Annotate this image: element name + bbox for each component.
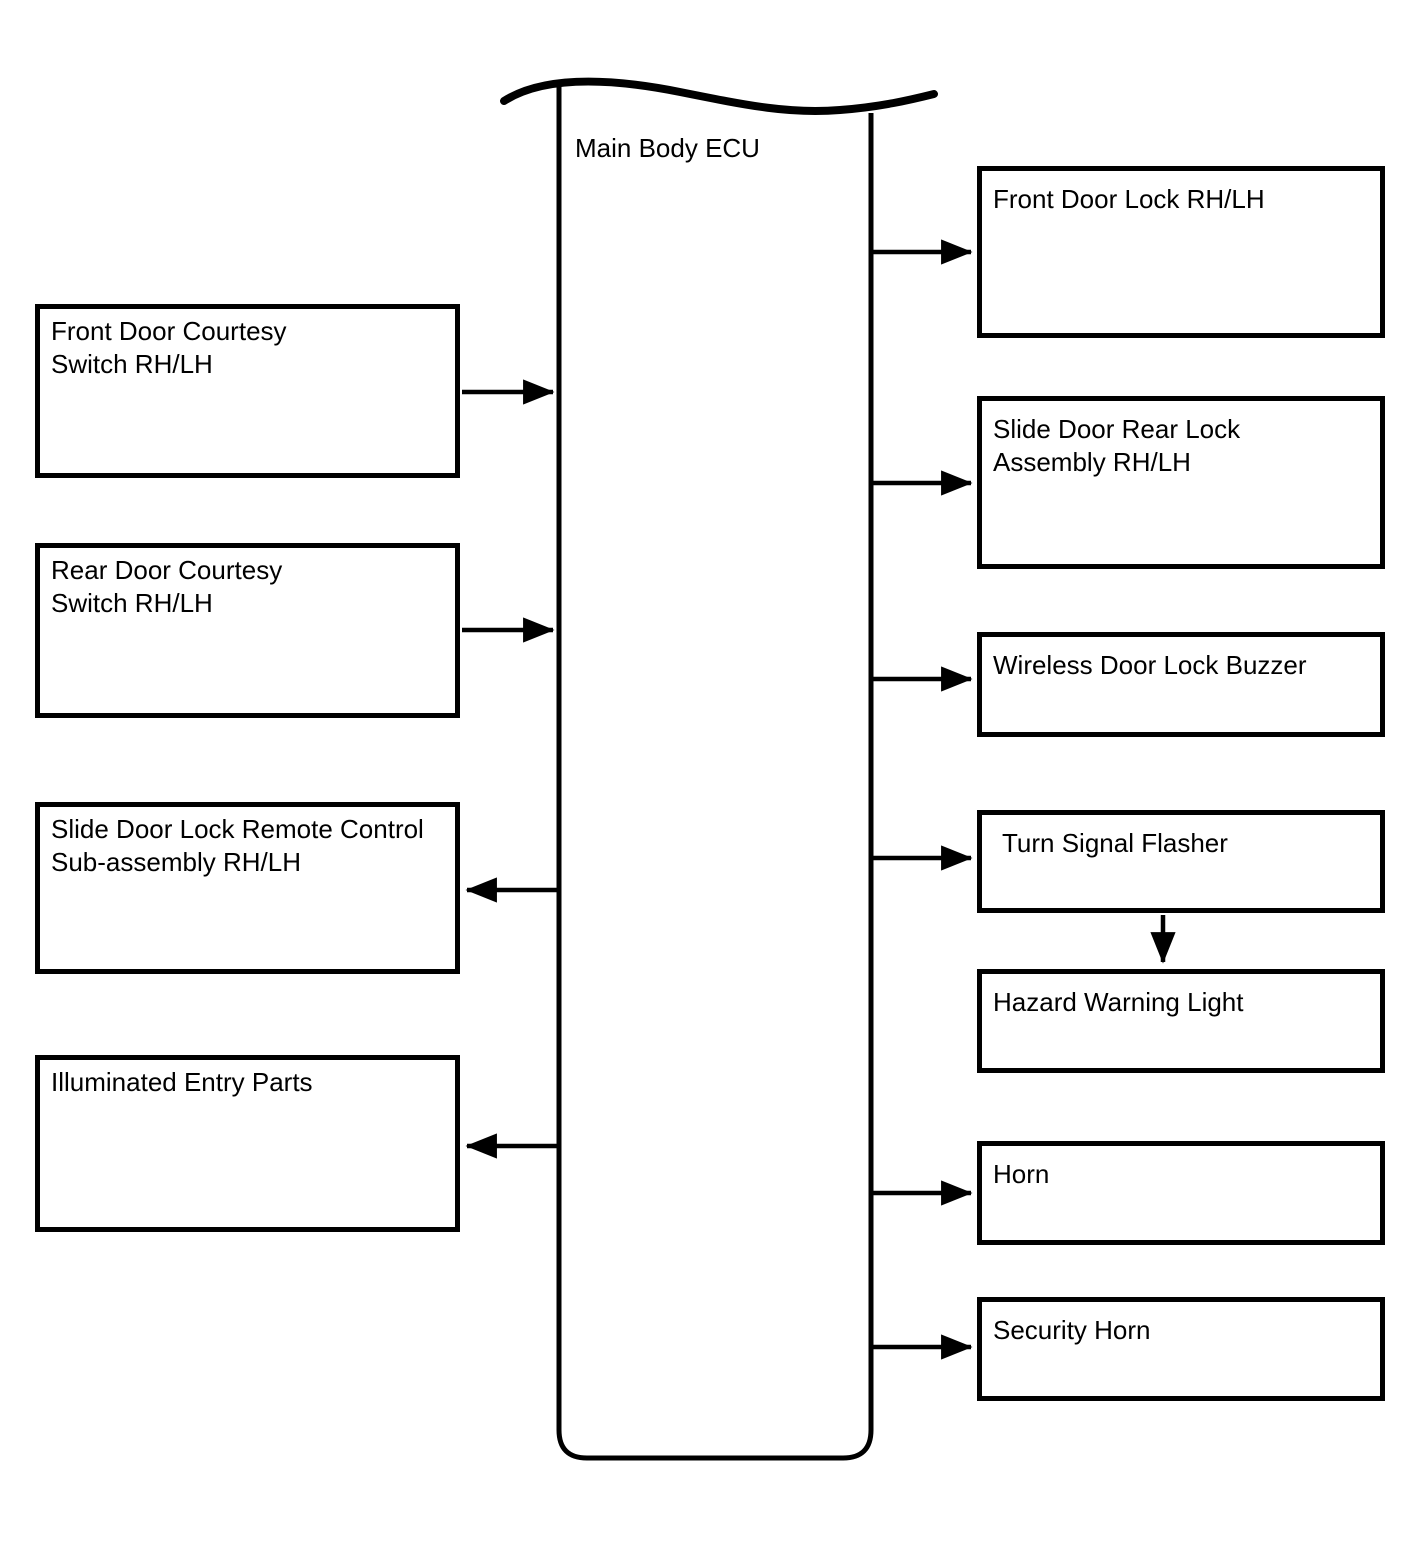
box-illuminated-entry-parts-label: Illuminated Entry Parts: [51, 1067, 313, 1097]
box-front-door-lock-label: Front Door Lock RH/LH: [993, 184, 1265, 214]
box-security-horn-label: Security Horn: [993, 1315, 1151, 1345]
box-front-door-courtesy-switch: Front Door Courtesy Switch RH/LH: [35, 304, 460, 478]
box-hazard-warning-light-label: Hazard Warning Light: [993, 987, 1244, 1017]
box-slide-door-rear-lock-assembly-label: Slide Door Rear Lock Assembly RH/LH: [993, 414, 1241, 477]
box-wireless-door-lock-buzzer: Wireless Door Lock Buzzer: [977, 632, 1385, 737]
box-slide-door-rear-lock-assembly: Slide Door Rear Lock Assembly RH/LH: [977, 396, 1385, 569]
box-front-door-courtesy-switch-label: Front Door Courtesy Switch RH/LH: [51, 316, 287, 379]
box-slide-door-lock-remote-control-label: Slide Door Lock Remote Control Sub-assem…: [51, 814, 424, 877]
box-rear-door-courtesy-switch-label: Rear Door Courtesy Switch RH/LH: [51, 555, 283, 618]
box-turn-signal-flasher: Turn Signal Flasher: [977, 810, 1385, 913]
box-horn-label: Horn: [993, 1159, 1050, 1189]
box-security-horn: Security Horn: [977, 1297, 1385, 1401]
ecu-outline: [556, 86, 874, 1461]
box-illuminated-entry-parts: Illuminated Entry Parts: [35, 1055, 460, 1232]
box-hazard-warning-light: Hazard Warning Light: [977, 969, 1385, 1073]
box-rear-door-courtesy-switch: Rear Door Courtesy Switch RH/LH: [35, 543, 460, 718]
box-slide-door-lock-remote-control: Slide Door Lock Remote Control Sub-assem…: [35, 802, 460, 974]
break-wave-line: [500, 77, 938, 116]
box-horn: Horn: [977, 1141, 1385, 1245]
box-wireless-door-lock-buzzer-label: Wireless Door Lock Buzzer: [993, 650, 1307, 680]
box-turn-signal-flasher-label: Turn Signal Flasher: [1002, 828, 1228, 858]
box-front-door-lock: Front Door Lock RH/LH: [977, 166, 1385, 338]
ecu-label: Main Body ECU: [575, 133, 760, 163]
